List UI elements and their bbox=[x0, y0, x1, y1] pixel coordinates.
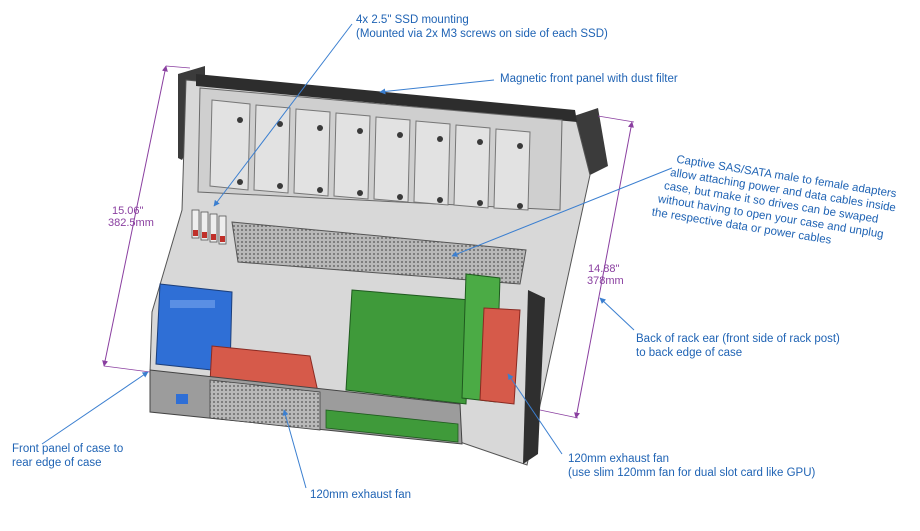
rear-io-slot bbox=[325, 409, 459, 443]
annotation-fan-bottom: 120mm exhaust fan bbox=[310, 489, 411, 501]
front-panel-strip bbox=[196, 74, 577, 122]
expansion-slot-mesh bbox=[231, 221, 527, 285]
depth-rack-ear-inches: 14.88" bbox=[588, 263, 620, 275]
rear-vent-mesh bbox=[209, 379, 321, 431]
case-illustration bbox=[149, 66, 608, 466]
leader-fan-bottom bbox=[282, 409, 307, 489]
motherboard bbox=[345, 289, 471, 405]
rack-ear-line2: to back edge of case bbox=[636, 347, 742, 359]
leader-lines bbox=[41, 23, 673, 489]
depth-total-mm: 382.5mm bbox=[108, 217, 154, 229]
depth-total-inches: 15.06" bbox=[112, 205, 144, 217]
dimension-right: 14.88" 378mm bbox=[539, 115, 635, 419]
drive-screws bbox=[237, 117, 523, 209]
fan-right-line2: (use slim 120mm fan for dual slot card l… bbox=[568, 467, 816, 479]
depth-rack-ear-mm: 378mm bbox=[587, 275, 624, 287]
annotation-rack-ear: Back of rack ear (front side of rack pos… bbox=[636, 333, 840, 359]
annotation-captive-adapters: Captive SAS/SATA male to female adapters… bbox=[651, 154, 898, 247]
fan-bottom-label: 120mm exhaust fan bbox=[310, 489, 411, 501]
annotation-front-panel: Magnetic front panel with dust filter bbox=[500, 73, 678, 85]
leader-ssd-mounting bbox=[213, 23, 353, 207]
exhaust-fan-right-shape bbox=[479, 307, 521, 405]
leader-captive-adapters bbox=[451, 167, 673, 257]
fan-right-line1: 120mm exhaust fan bbox=[568, 453, 669, 465]
power-inlet bbox=[176, 394, 188, 404]
ssd-mounting-line1: 4x 2.5" SSD mounting bbox=[356, 14, 469, 26]
front-panel-label: Magnetic front panel with dust filter bbox=[500, 73, 678, 85]
leader-front-panel bbox=[379, 79, 495, 95]
dimension-left: 15.06" 382.5mm bbox=[102, 65, 191, 373]
rack-ear-line1: Back of rack ear (front side of rack pos… bbox=[636, 333, 840, 345]
ssd-adapters bbox=[191, 209, 227, 245]
front-to-rear-line1: Front panel of case to bbox=[12, 443, 123, 455]
annotation-ssd-mounting: 4x 2.5" SSD mounting (Mounted via 2x M3 … bbox=[356, 14, 608, 40]
leader-front-to-rear bbox=[41, 371, 149, 445]
leader-rack-ear bbox=[599, 297, 635, 331]
leader-fan-right bbox=[507, 373, 563, 455]
front-to-rear-line2: rear edge of case bbox=[12, 457, 102, 469]
annotation-fan-right: 120mm exhaust fan (use slim 120mm fan fo… bbox=[568, 453, 816, 479]
ssd-mounting-line2: (Mounted via 2x M3 screws on side of eac… bbox=[356, 28, 608, 40]
annotation-front-to-rear: Front panel of case to rear edge of case bbox=[12, 443, 123, 469]
blue-cage-slot bbox=[170, 300, 215, 308]
